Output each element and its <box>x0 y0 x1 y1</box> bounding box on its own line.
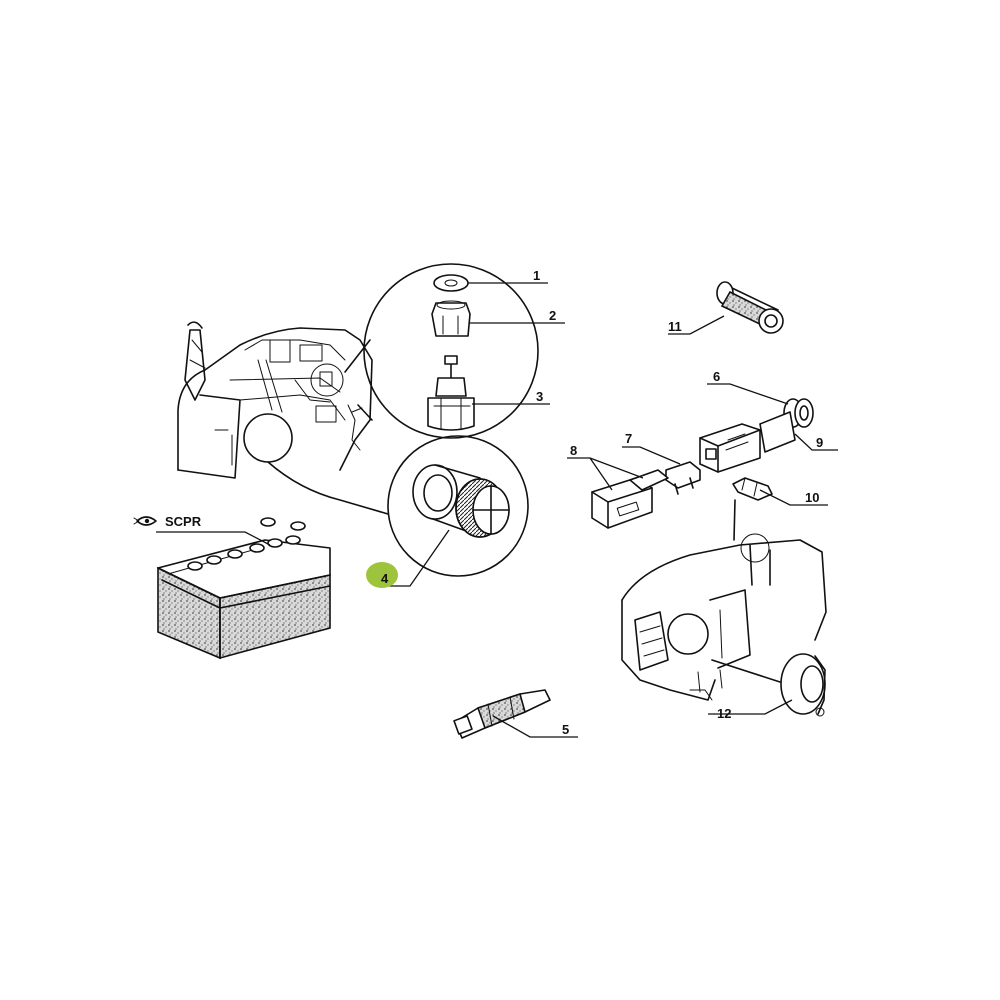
battery-illustration <box>157 517 331 660</box>
cab-interior-illustration <box>177 321 373 479</box>
callout-1: 1 <box>533 268 540 283</box>
callout-4: 4 <box>381 571 389 586</box>
part-12-horn <box>780 653 826 717</box>
switch-detail-circle <box>363 263 539 439</box>
highlight-marker <box>366 562 398 588</box>
speaker-detail-circle <box>387 435 529 577</box>
callout-7: 7 <box>625 431 632 446</box>
part-8-holder <box>591 469 669 529</box>
battery-tag-text: SCPR <box>165 514 202 529</box>
callout-labels: 1 2 3 4 5 6 7 8 9 10 11 12 <box>381 268 823 737</box>
eye-fish-icon <box>133 516 157 526</box>
callout-12: 12 <box>717 706 731 721</box>
battery-caps <box>187 517 306 571</box>
battery-tag: SCPR <box>133 514 271 546</box>
part-7-fuse <box>665 461 701 495</box>
callout-9: 9 <box>816 435 823 450</box>
part-10-terminal <box>732 477 773 501</box>
callout-6: 6 <box>713 369 720 384</box>
callout-5: 5 <box>562 722 569 737</box>
part-11-lighter <box>716 281 784 334</box>
callout-10: 10 <box>805 490 819 505</box>
callout-3: 3 <box>536 389 543 404</box>
cable-to-speaker <box>267 461 389 515</box>
callout-11: 11 <box>668 319 682 334</box>
part-5-connector <box>453 689 551 739</box>
part-6-9-socket <box>699 398 814 473</box>
callout-8: 8 <box>570 443 577 458</box>
callout-2: 2 <box>549 308 556 323</box>
tractor-front-illustration <box>621 499 827 701</box>
